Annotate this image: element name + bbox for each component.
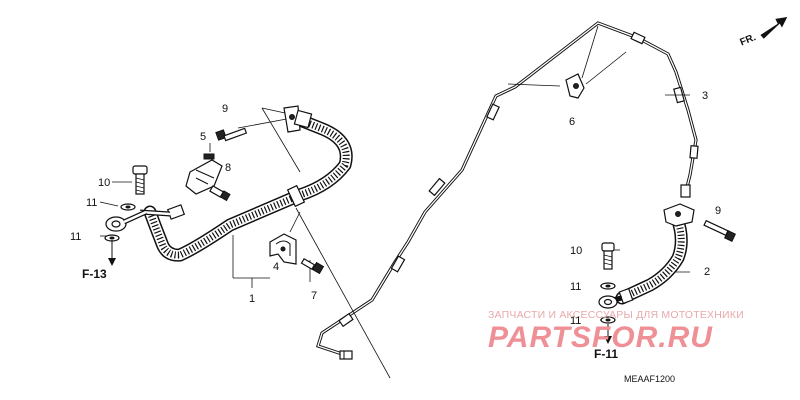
callout-4: 4 bbox=[273, 261, 279, 273]
watermark-brand: PARTSFOR.RU bbox=[488, 321, 713, 354]
watermark: ЗАПЧАСТИ И АКСЕССУАРЫ ДЛЯ МОТОТЕХНИКИ PA… bbox=[488, 309, 744, 354]
sealing-washer bbox=[600, 282, 616, 290]
pipe-end-nut bbox=[680, 184, 691, 198]
brake-hose-right bbox=[615, 203, 695, 305]
callout-11-right-a: 11 bbox=[570, 281, 581, 293]
ref-label-right: F-11 bbox=[594, 347, 618, 361]
banjo-bolt-right bbox=[601, 242, 615, 270]
orientation-label: FR. bbox=[738, 32, 757, 48]
callout-1: 1 bbox=[249, 293, 255, 305]
sealing-washer bbox=[600, 316, 616, 324]
callout-11-left-a: 11 bbox=[86, 197, 97, 209]
callout-10-right: 10 bbox=[570, 245, 582, 257]
callout-5: 5 bbox=[200, 131, 206, 143]
ref-label-left: F-13 bbox=[82, 267, 107, 281]
callout-8: 8 bbox=[225, 162, 231, 174]
callout-6: 6 bbox=[569, 116, 575, 128]
callout-3: 3 bbox=[702, 90, 708, 102]
pipe-end-nut bbox=[339, 350, 353, 360]
callout-9-left: 9 bbox=[222, 103, 228, 115]
pipe-clamp bbox=[565, 73, 585, 99]
fitting-bolt bbox=[703, 219, 736, 242]
sealing-washer bbox=[104, 234, 120, 242]
clamp-bolt bbox=[300, 258, 325, 275]
diagram-code: MEAAF1200 bbox=[624, 374, 675, 384]
watermark-tagline: ЗАПЧАСТИ И АКСЕССУАРЫ ДЛЯ МОТОТЕХНИКИ bbox=[488, 309, 744, 321]
callout-2: 2 bbox=[704, 266, 710, 278]
banjo-fitting-left bbox=[105, 209, 148, 232]
orientation-indicator: FR. bbox=[738, 17, 788, 48]
hose-saddle-clamp bbox=[269, 233, 297, 265]
brake-hose-left bbox=[139, 105, 353, 262]
banjo-fitting-right bbox=[598, 295, 623, 309]
callout-11-right-b: 11 bbox=[570, 315, 581, 327]
clip-bolt bbox=[209, 185, 231, 202]
callout-labels: 1 2 3 4 5 6 7 8 9 9 10 10 11 11 11 11 bbox=[70, 90, 721, 327]
fr-arrow-icon bbox=[760, 17, 788, 39]
callout-7: 7 bbox=[311, 290, 317, 302]
ref-arrow bbox=[604, 324, 612, 344]
fitting-bolt bbox=[215, 127, 248, 142]
callout-11-left-b: 11 bbox=[70, 231, 81, 243]
sealing-washer bbox=[120, 203, 136, 211]
callout-9-right: 9 bbox=[715, 205, 721, 217]
banjo-bolt-left bbox=[132, 165, 148, 195]
ref-arrow bbox=[108, 240, 116, 266]
callout-10-left: 10 bbox=[98, 177, 110, 189]
